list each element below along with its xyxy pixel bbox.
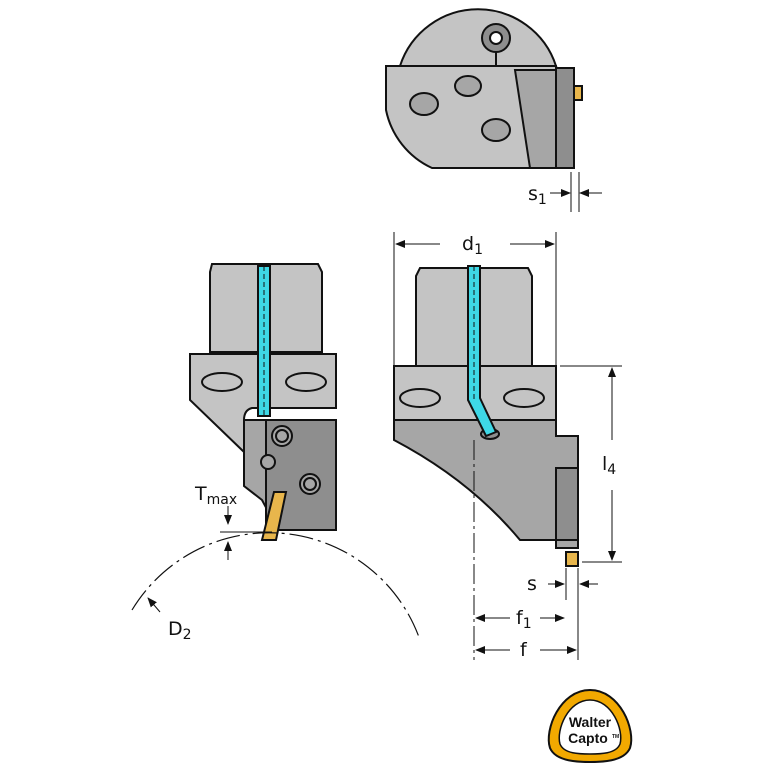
svg-text:Walter: Walter [569, 714, 612, 730]
svg-text:Capto: Capto [568, 730, 608, 746]
dim-l4-label: l4 [602, 453, 616, 478]
left-view [131, 263, 421, 641]
svg-text:TM: TM [612, 734, 619, 740]
dim-s-label: s [527, 573, 537, 595]
dim-f1-label: f1 [516, 607, 532, 632]
walter-capto-logo: Walter Capto TM [547, 688, 633, 764]
dim-tmax-label: Tmax [194, 483, 237, 508]
dim-s1-label: s1 [528, 183, 547, 208]
dim-f-label: f [520, 639, 528, 661]
right-view [393, 232, 622, 660]
dim-d2-label: D2 [168, 618, 192, 643]
dim-d1-label: d1 [462, 233, 483, 258]
top-view [385, 8, 602, 212]
